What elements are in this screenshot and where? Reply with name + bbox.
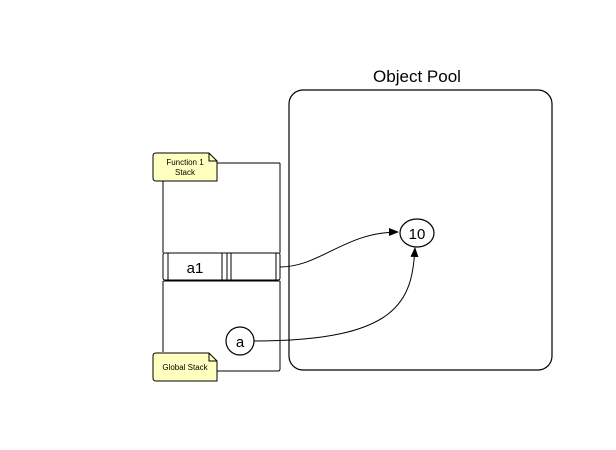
function-stack-note-shape [152, 152, 218, 182]
function-stack-note-line1: Function 1 [166, 158, 204, 167]
function-stack-frame: a1 Function 1 Stack [152, 152, 281, 281]
object-pool-box [288, 89, 553, 371]
object-10-label: 10 [409, 226, 426, 243]
function-stack-note: Function 1 Stack [152, 152, 218, 182]
object-pool-title: Object Pool [373, 67, 461, 86]
reference-arrow-a-to-10 [253, 247, 419, 342]
global-stack-note-shape [152, 352, 218, 382]
object-10: 10 [399, 218, 435, 248]
function-stack-note-fold [208, 153, 217, 162]
variable-a: a [225, 326, 255, 356]
object-10-ellipse [399, 218, 435, 248]
global-stack-frame: a Global Stack [152, 280, 281, 382]
variable-a-label: a [236, 334, 245, 351]
global-stack-box [162, 280, 281, 372]
variable-a1-label: a1 [187, 260, 204, 277]
reference-arrow-a1-to-10 [279, 228, 399, 268]
global-stack-note: Global Stack [152, 352, 218, 382]
global-stack-note-label: Global Stack [162, 363, 208, 372]
function-stack-note-line2: Stack [175, 168, 196, 177]
object-pool: Object Pool [288, 67, 553, 371]
global-stack-note-fold [208, 353, 217, 362]
variable-a1: a1 [162, 252, 281, 281]
